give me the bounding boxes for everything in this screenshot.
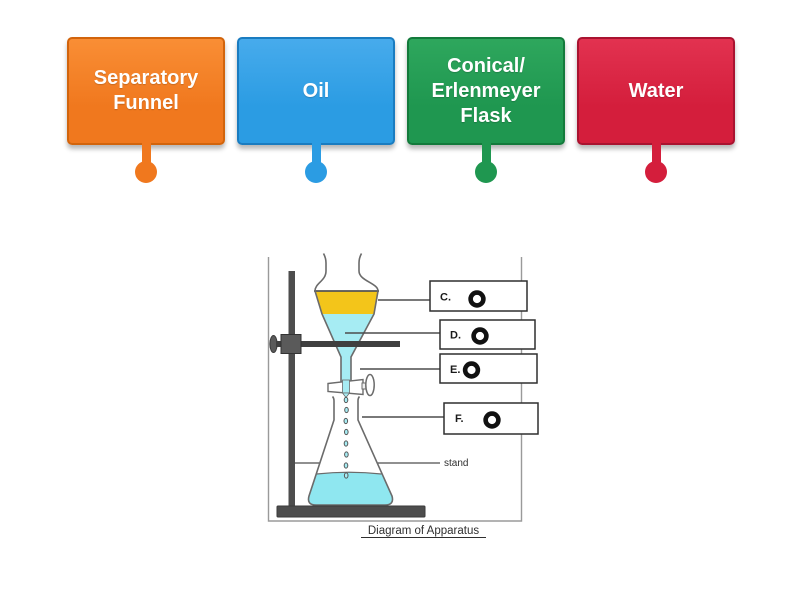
stopcock-handle: [365, 373, 375, 397]
clamp-bar: [276, 341, 400, 347]
label-letter-d: D.: [450, 330, 461, 342]
figure-caption: Diagram of Apparatus: [368, 525, 479, 537]
stand-text-label: stand: [444, 458, 468, 469]
funnel-outline-left: [314, 253, 342, 382]
stand-clamp: [269, 334, 400, 354]
card-label: Conical/ Erlenmeyer Flask: [431, 54, 541, 127]
card-pin-stem: [481, 143, 491, 171]
stopcock: [327, 373, 375, 399]
drop-target-d[interactable]: [471, 327, 489, 345]
flask-outline: [307, 395, 394, 506]
label-letter-c: C.: [440, 292, 451, 304]
clamp-block: [280, 334, 302, 354]
stand-base: [276, 505, 426, 518]
label-box-c: C.: [429, 280, 528, 312]
drop-target-f[interactable]: [483, 411, 501, 429]
card-label: Oil: [302, 79, 330, 102]
drop-target-e[interactable]: [462, 361, 481, 379]
card-label: Water: [628, 79, 684, 102]
drop-target-c[interactable]: [468, 290, 486, 308]
stopcock-bore: [342, 379, 350, 394]
separatory-funnel: [314, 253, 379, 382]
card-pin-dot: [475, 161, 497, 183]
label-letter-f: F.: [455, 413, 464, 425]
card-pin-dot: [135, 161, 157, 183]
oil-layer: [315, 291, 378, 314]
conical-flask: [307, 395, 394, 506]
funnel-glass-top: [315, 262, 378, 291]
label-box-e: E.: [439, 353, 538, 384]
card-face[interactable]: Water: [577, 37, 735, 145]
label-box-f: F.: [443, 402, 539, 435]
card-label: Separatory Funnel: [93, 67, 199, 114]
stopcock-tip: [341, 392, 351, 399]
card-pin-stem: [311, 143, 321, 171]
stand-rod: [288, 271, 295, 511]
card-face[interactable]: Conical/ Erlenmeyer Flask: [407, 37, 565, 145]
figure-border: [267, 257, 523, 522]
funnel-outline-right: [350, 253, 379, 382]
flask-liquid-surface: [316, 471, 382, 475]
label-box-d: D.: [439, 319, 536, 350]
card-pin-stem: [141, 143, 151, 171]
card-pin-stem: [651, 143, 661, 171]
card-pin-dot: [305, 161, 327, 183]
water-layer: [322, 314, 374, 382]
answer-card-oil[interactable]: Oil: [237, 37, 395, 187]
answer-card-water[interactable]: Water: [577, 37, 735, 187]
answer-card-conical-flask[interactable]: Conical/ Erlenmeyer Flask: [407, 37, 565, 187]
flask-liquid: [308, 472, 393, 505]
card-pin-dot: [645, 161, 667, 183]
answer-card-separatory-funnel[interactable]: Separatory Funnel: [67, 37, 225, 187]
card-face[interactable]: Separatory Funnel: [67, 37, 225, 145]
liquid-drops: [343, 396, 349, 479]
label-letter-e: E.: [450, 364, 460, 376]
